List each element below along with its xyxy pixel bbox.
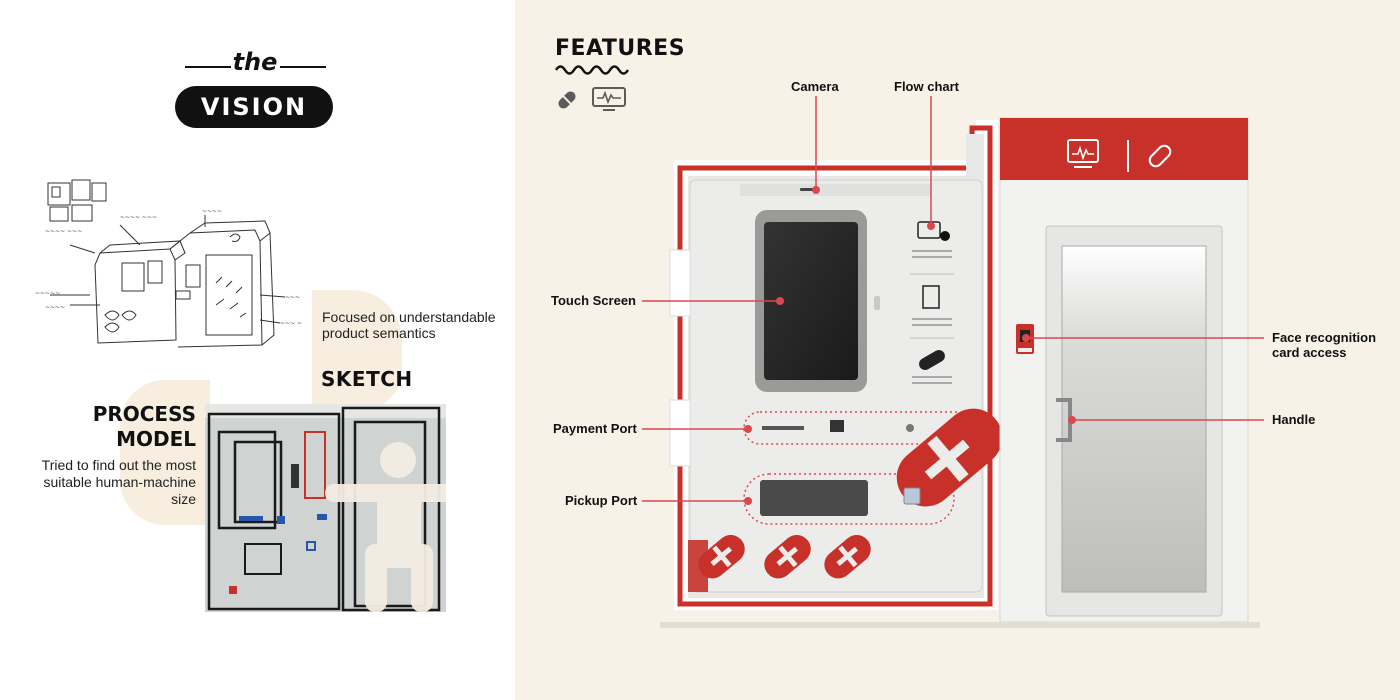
callout-face-recognition: Face recognition card access xyxy=(1272,330,1377,360)
svg-text:~~~~ ~~~: ~~~~ ~~~ xyxy=(45,228,82,235)
pill-icon xyxy=(558,91,576,109)
svg-text:~~~~~: ~~~~~ xyxy=(35,290,60,297)
title-rule-right xyxy=(280,66,326,68)
callout-pickup-port: Pickup Port xyxy=(565,493,638,508)
monitor-pulse-icon xyxy=(592,87,626,111)
bg-blob xyxy=(312,290,402,410)
sketch-caption: Focused on understandable product semant… xyxy=(322,309,496,341)
svg-text:~~~~: ~~~~ xyxy=(45,304,65,311)
features-heading: FEATURES xyxy=(555,36,686,61)
process-model-photo xyxy=(205,404,446,612)
svg-text:~~~ ~: ~~~ ~ xyxy=(280,320,302,327)
vending-machine xyxy=(660,117,1260,628)
vision-title: VISION xyxy=(175,86,333,128)
process-model-caption: Tried to find out the most suitable huma… xyxy=(41,457,196,507)
bg-blob-2 xyxy=(120,380,210,525)
sketch-drawing: ~~~~ ~~~ ~~~~ ~~~ ~~~~ ~~~~~ ~~~ ~~~ ~ ~… xyxy=(35,179,302,348)
vision-the-label: the xyxy=(232,48,278,76)
callout-camera: Camera xyxy=(791,79,839,94)
callout-touch-screen: Touch Screen xyxy=(551,293,637,308)
svg-text:~~~~ ~~~: ~~~~ ~~~ xyxy=(120,214,157,221)
title-rule-left xyxy=(185,66,231,68)
wavy-underline xyxy=(555,65,629,75)
callout-handle: Handle xyxy=(1272,412,1316,427)
callout-lines xyxy=(642,96,1264,505)
process-model-heading: PROCESS MODEL xyxy=(92,402,196,451)
svg-text:~~~~: ~~~~ xyxy=(202,208,222,215)
callout-payment-port: Payment Port xyxy=(553,421,637,436)
svg-text:~~~: ~~~ xyxy=(285,294,300,301)
sketch-heading: SKETCH xyxy=(321,367,413,391)
callout-flow-chart: Flow chart xyxy=(894,79,960,94)
vision-panel: the VISION xyxy=(0,0,515,700)
